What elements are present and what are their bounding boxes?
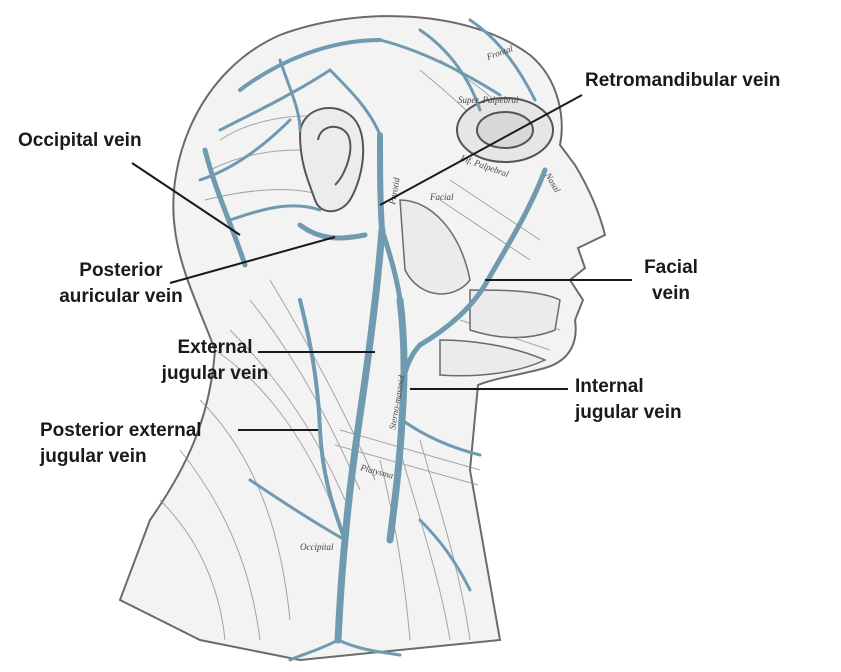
label-internal-jugular-line-2: jugular vein	[575, 402, 682, 423]
leader-occipital	[131, 162, 241, 236]
label-posterior-external-jugular-vein: Posterior external jugular vein	[40, 418, 202, 470]
eye	[456, 97, 554, 163]
label-posterior-auricular-vein: Posterior auricular vein	[40, 258, 202, 310]
figure-text-0: Super. Palpebral	[458, 95, 519, 105]
label-retromandibular-vein: Retromandibular vein	[585, 68, 780, 94]
label-posterior-external-jugular-line-2: jugular vein	[40, 446, 147, 467]
veins	[198, 18, 548, 662]
label-occipital-vein: Occipital vein	[18, 128, 142, 154]
label-facial-line-1: Facial	[644, 257, 698, 278]
label-external-jugular-line-2: jugular vein	[161, 363, 269, 384]
label-external-jugular-vein: External jugular vein	[150, 335, 280, 387]
label-posterior-auricular-line-2: auricular vein	[59, 286, 183, 307]
label-retromandibular-line-1: Retromandibular vein	[585, 70, 781, 91]
leader-retromandibular	[379, 94, 583, 206]
label-posterior-auricular-line-1: Posterior	[79, 260, 163, 281]
head-outline	[118, 15, 607, 662]
label-occipital-line-1: Occipital vein	[18, 130, 142, 151]
leader-posterior-auricular	[169, 236, 336, 284]
label-internal-jugular-line-1: Internal	[575, 376, 644, 397]
label-external-jugular-line-1: External	[177, 337, 253, 358]
label-posterior-external-jugular-line-1: Posterior external	[40, 420, 202, 441]
leader-lines	[131, 94, 632, 431]
facial-muscles	[399, 199, 561, 377]
ear	[298, 106, 365, 213]
label-facial-line-2: vein	[651, 283, 691, 304]
figure-text-8: Occipital	[300, 542, 334, 552]
label-facial-vein: Facial vein	[636, 255, 706, 307]
figure-text-4: Facial	[429, 192, 454, 202]
label-internal-jugular-vein: Internal jugular vein	[575, 374, 682, 426]
